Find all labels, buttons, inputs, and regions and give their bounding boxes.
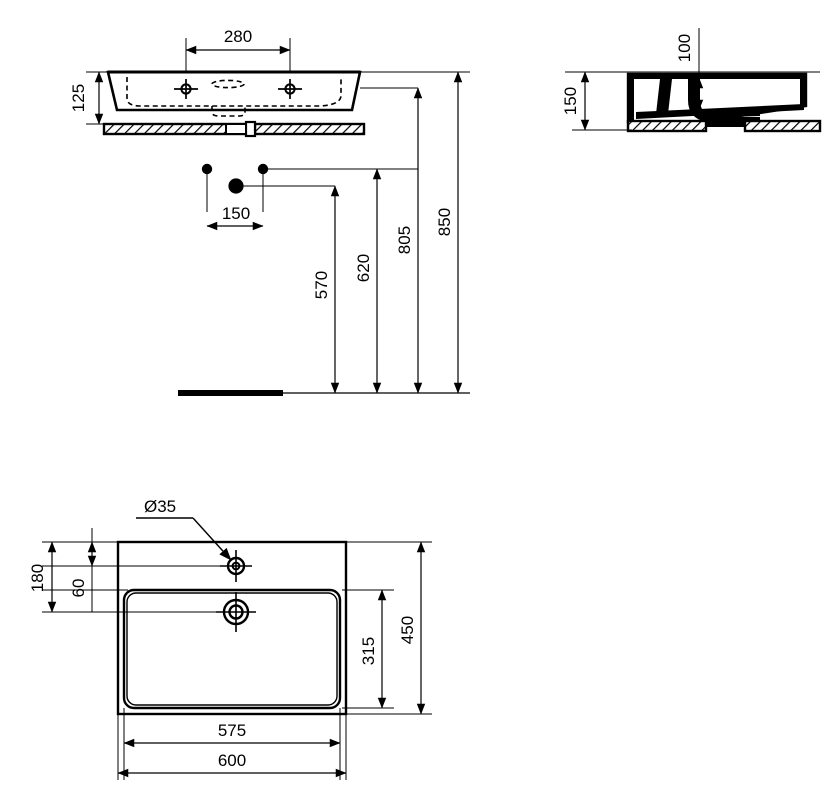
dimension-label-280: 280 <box>224 27 252 46</box>
tap-hole-symbol-right <box>278 79 302 99</box>
front-elevation-view: 280 125 150 <box>69 27 470 396</box>
dimension-label-60: 60 <box>69 579 88 598</box>
dimension-label-100: 100 <box>675 34 694 62</box>
basin-body-outline <box>106 70 362 112</box>
dimension-basin-underside-height: 805 <box>360 87 423 394</box>
plan-inner-bowl <box>122 588 342 710</box>
top-plan-view: Ø35 180 60 <box>28 497 432 780</box>
callout-tap-hole-diameter: Ø35 <box>136 497 232 561</box>
plan-inner-bowl-inner-edge <box>126 592 338 706</box>
floor-slab-hatched <box>102 120 366 138</box>
dimension-label-150: 150 <box>222 204 250 223</box>
service-point-markers <box>201 163 418 212</box>
dimension-tap-hole-spacing: 280 <box>185 27 291 72</box>
side-waste-outlet <box>706 117 745 127</box>
dimension-label-575: 575 <box>218 721 246 740</box>
dimension-basin-side-height: 150 <box>561 71 632 131</box>
dimension-rear-to-tap-hole: 180 <box>28 541 57 613</box>
dimension-bowl-depth: 100 <box>675 28 704 111</box>
dimension-label-600: 600 <box>218 751 246 770</box>
dimension-label-620: 620 <box>354 254 373 282</box>
dimension-basin-rim-height: 850 <box>435 71 463 394</box>
dimension-bowl-width: 575 <box>123 721 341 748</box>
plan-left-extension-lines <box>42 541 232 613</box>
basin-outer-profile <box>106 70 362 112</box>
callout-label-diameter: Ø35 <box>144 497 176 516</box>
dimension-overall-depth: 450 <box>398 541 426 715</box>
dimension-waste-height: 570 <box>312 185 340 394</box>
tap-hole-symbol-left <box>174 79 198 99</box>
basin-hidden-bowl <box>126 77 342 117</box>
callout-leader <box>192 517 232 561</box>
dimension-label-315: 315 <box>359 637 378 665</box>
dimension-label-180: 180 <box>28 564 47 592</box>
dimension-label-125: 125 <box>69 84 88 112</box>
dimension-trap-height: 620 <box>354 168 382 394</box>
dimension-waste-offset: 150 <box>206 204 264 231</box>
dimension-rear-edge-to-bowl: 60 <box>69 528 97 612</box>
side-floor-slab-hatched <box>626 119 822 133</box>
dimension-label-805: 805 <box>395 226 414 254</box>
dimension-bowl-depth-plan: 315 <box>359 589 387 709</box>
dimension-label-570: 570 <box>312 271 331 299</box>
dimension-label-150: 150 <box>561 87 580 115</box>
dimension-overall-width: 600 <box>117 751 347 778</box>
side-section-view: 100 150 <box>561 28 822 133</box>
dimension-label-850: 850 <box>435 208 454 236</box>
dimension-basin-height: 125 <box>69 71 112 125</box>
side-basin-section-solid <box>628 74 806 122</box>
dimension-label-450: 450 <box>398 616 417 644</box>
